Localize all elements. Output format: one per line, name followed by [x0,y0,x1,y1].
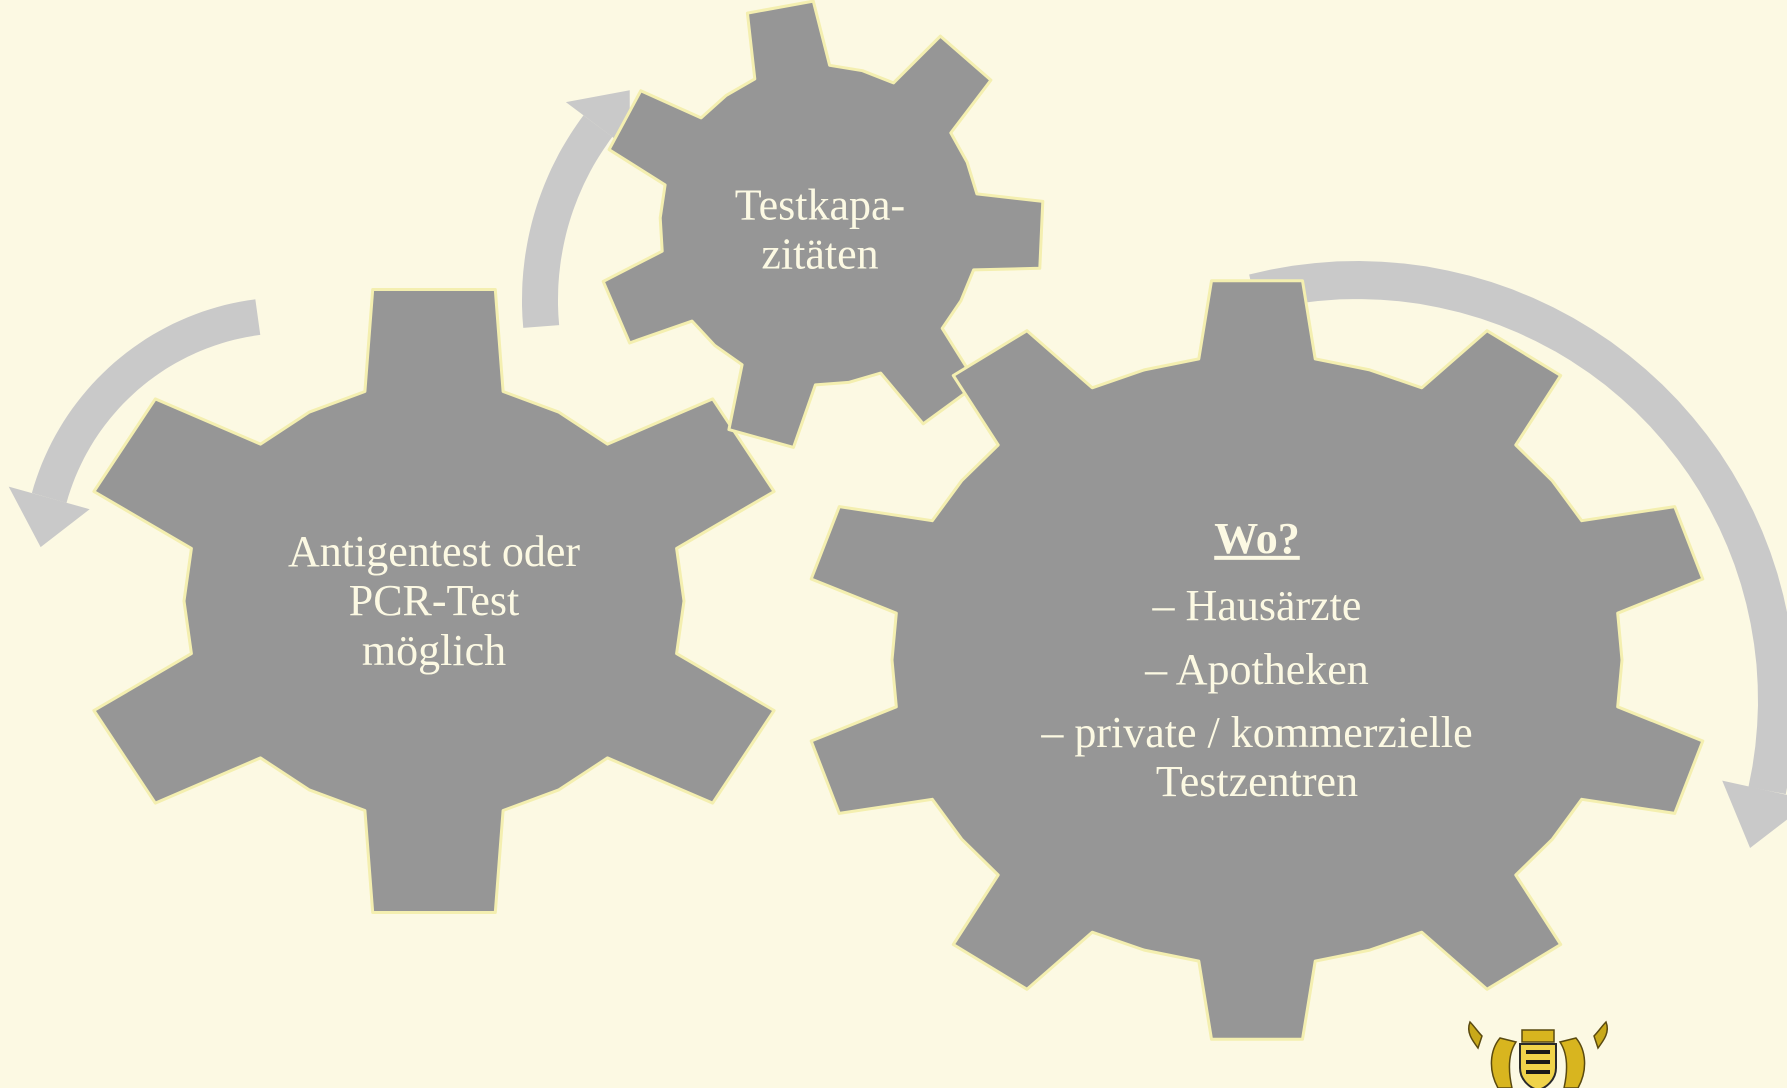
gear-right-label: Wo? – Hausärzte – Apotheken – private / … [1041,514,1472,806]
arrows-layer [8,90,1787,848]
gear-right-item: Testzentren [1155,756,1359,806]
gear-left-line-2: PCR-Test [348,576,520,626]
gear-left-line-1: Antigentest oder [287,527,581,577]
gear-right-item: – Apotheken [1145,644,1369,694]
gear-right [809,279,1705,1041]
arrow-left [8,299,261,548]
coat-of-arms-icon [1467,1020,1609,1088]
gear-small [601,0,1045,449]
gear-right-item: – private / kommerzielle [1041,707,1473,757]
gear-small-line-1: Testkapa- [734,180,906,230]
gear-left-line-3: möglich [361,625,507,675]
gear-right-heading: Wo? [1214,513,1300,563]
arrow-right [1249,260,1787,848]
arrow-small [522,90,630,328]
gear-left-label: Antigentest oder PCR-Test möglich [288,527,580,675]
gears-layer [92,0,1705,1041]
gear-small-line-2: zitäten [761,230,879,279]
gear-small-label: Testkapa- zitäten [735,181,905,280]
gear-left [92,288,776,914]
gear-right-item: – Hausärzte [1152,581,1362,631]
